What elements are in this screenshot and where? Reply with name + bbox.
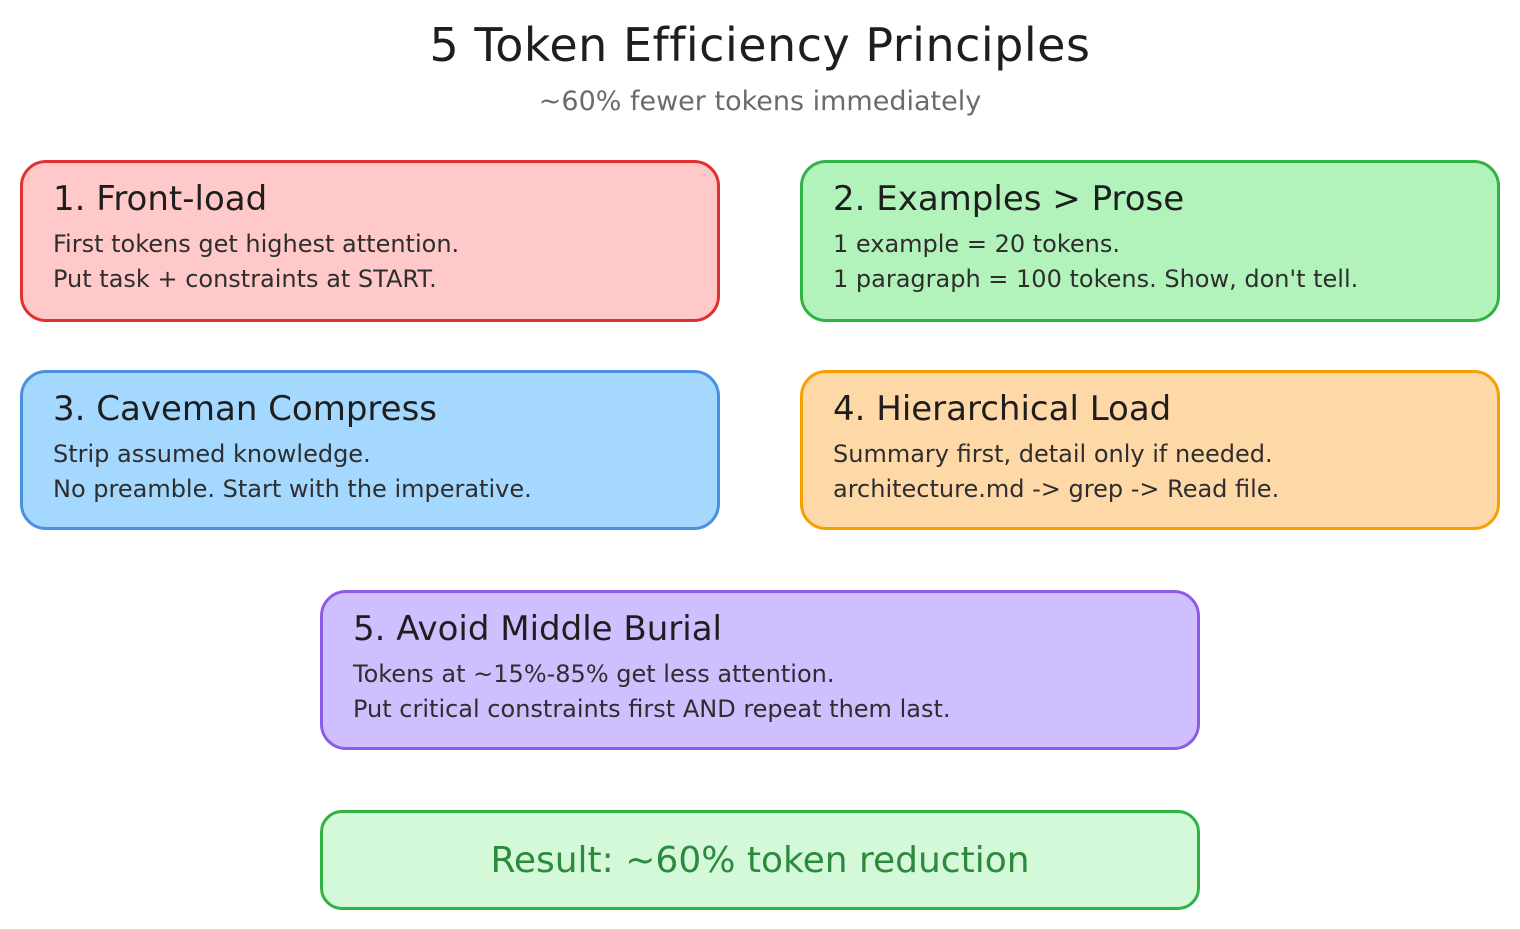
diagram-title: 5 Token Efficiency Principles (429, 18, 1091, 72)
principle-card-examples-over-prose: 2. Examples > Prose 1 example = 20 token… (800, 160, 1500, 322)
principle-line: architecture.md -> grep -> Read file. (833, 475, 1280, 503)
principle-line: Put task + constraints at START. (53, 265, 437, 293)
result-box: Result: ~60% token reduction (320, 810, 1200, 910)
principle-heading: 1. Front-load (53, 179, 268, 219)
principle-heading: 3. Caveman Compress (53, 389, 437, 429)
principle-line: No preamble. Start with the imperative. (53, 475, 532, 503)
principle-line: Put critical constraints first AND repea… (353, 695, 951, 723)
principle-line: Strip assumed knowledge. (53, 440, 371, 468)
diagram-subtitle: ~60% fewer tokens immediately (538, 86, 982, 117)
principle-line: 1 paragraph = 100 tokens. Show, don't te… (833, 265, 1359, 293)
principle-card-hierarchical-load: 4. Hierarchical Load Summary first, deta… (800, 370, 1500, 530)
principle-heading: 5. Avoid Middle Burial (353, 609, 722, 649)
principle-line: 1 example = 20 tokens. (833, 230, 1120, 258)
principle-line: First tokens get highest attention. (53, 230, 460, 258)
principle-heading: 4. Hierarchical Load (833, 389, 1172, 429)
principle-line: Tokens at ~15%-85% get less attention. (353, 660, 835, 688)
principle-card-caveman-compress: 3. Caveman Compress Strip assumed knowle… (20, 370, 720, 530)
principle-card-front-load: 1. Front-load First tokens get highest a… (20, 160, 720, 322)
principle-card-avoid-middle-burial: 5. Avoid Middle Burial Tokens at ~15%-85… (320, 590, 1200, 750)
result-text: Result: ~60% token reduction (490, 839, 1030, 881)
principle-line: Summary first, detail only if needed. (833, 440, 1273, 468)
diagram-subtitle-wrap: ~60% fewer tokens immediately (0, 86, 1520, 117)
principle-heading: 2. Examples > Prose (833, 179, 1185, 219)
